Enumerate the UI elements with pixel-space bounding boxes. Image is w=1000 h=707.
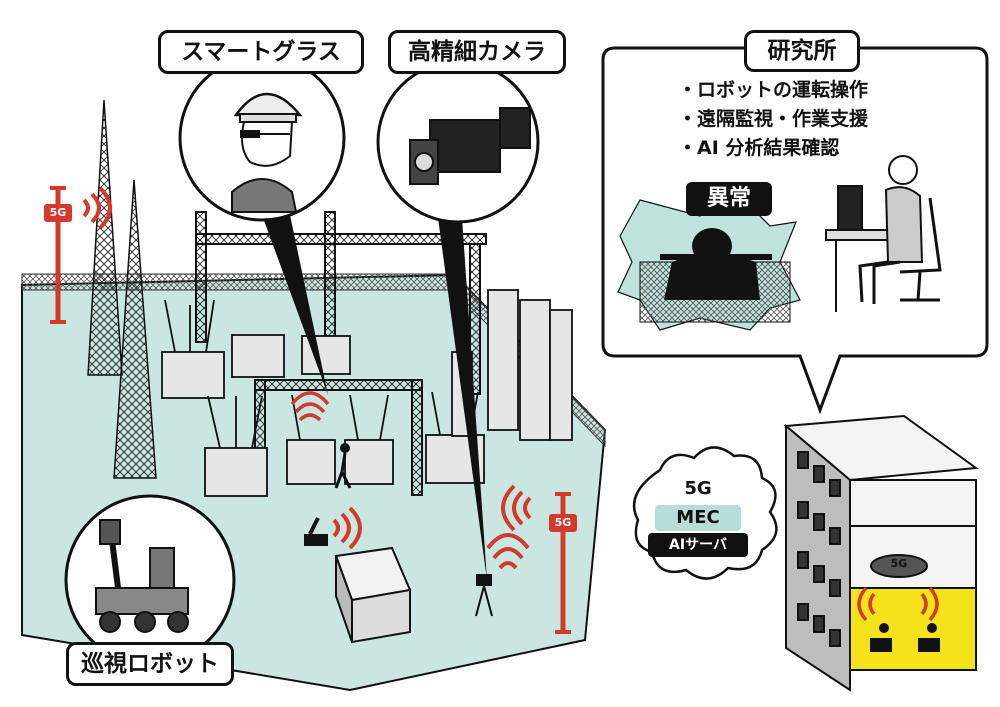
hd-camera-icon: [409, 107, 531, 185]
steel-gantry: [195, 211, 487, 496]
building-5g-label: 5G: [890, 557, 908, 570]
lab-task-list: ロボットの運転操作 遠隔監視・作業支援 AI 分析結果確認: [678, 76, 868, 163]
field-robot: [304, 517, 328, 546]
field-camera: [475, 574, 493, 617]
remote-operator: [825, 155, 942, 312]
fence-back: [21, 273, 463, 291]
worker-helmet-figure: [231, 92, 303, 213]
office-workers: [870, 623, 940, 652]
transmission-tower-1: [87, 99, 123, 376]
lab-task-item: ロボットの運転操作: [678, 76, 868, 105]
label-lab: 研究所: [744, 30, 860, 72]
cloud-ai-server-label: AIサーバ: [648, 533, 748, 557]
lab-task-item: AI 分析結果確認: [678, 134, 868, 163]
label-smart-glasses: スマートグラス: [158, 30, 364, 74]
label-hd-camera: 高精細カメラ: [388, 30, 566, 74]
patrol-robot-icon: [95, 519, 189, 633]
lab-task-item: 遠隔監視・作業支援: [678, 105, 868, 134]
signal-tower-right: [501, 484, 532, 532]
control-house: [334, 546, 412, 644]
cloud-mec-label: MEC: [655, 505, 741, 531]
signal-worker: [290, 391, 330, 422]
intruder-scene: [617, 195, 801, 331]
label-patrol-robot: 巡視ロボット: [66, 642, 234, 686]
tower-right-5g-label: 5G: [549, 514, 577, 532]
cloud-5g-label: 5G: [684, 478, 712, 499]
tower-left-5g-label: 5G: [44, 204, 72, 222]
lab-building: [783, 414, 979, 692]
transmission-tower-2: [113, 179, 157, 479]
signal-robot: [332, 506, 362, 550]
pointer-glasses: [262, 215, 328, 395]
signal-camera: [486, 533, 530, 570]
field-worker: [334, 443, 352, 489]
pointer-camera: [438, 218, 487, 580]
transformer-group: [161, 289, 573, 497]
anomaly-label: 異常: [686, 182, 772, 216]
signal-building: [857, 586, 939, 622]
